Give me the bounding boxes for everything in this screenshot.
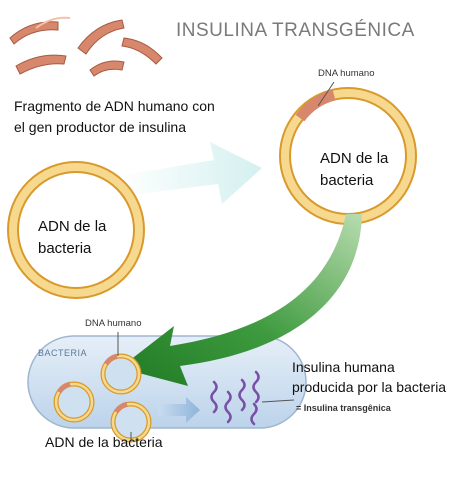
insulin-caption-line2: producida por la bacteria (292, 379, 447, 395)
left-plasmid (7, 161, 145, 299)
bacterium-dna-label: DNA humano (85, 318, 142, 329)
page-title: INSULINA TRANSGÉNICA (176, 20, 415, 41)
left-plasmid-line1: ADN de la (38, 218, 107, 235)
left-plasmid-label: ADN de la bacteria (38, 216, 106, 260)
insulin-molecules (210, 370, 260, 426)
fragment-caption: Fragmento de ADN humano con el gen produ… (14, 96, 215, 138)
fragment-caption-line2: el gen productor de insulina (14, 119, 187, 135)
left-plasmid-line2: bacteria (38, 240, 92, 257)
insertion-arrow (120, 214, 362, 386)
right-plasmid-dna-label: DNA humano (318, 68, 375, 79)
insulin-caption-line1: Insulina humana (292, 359, 395, 375)
production-arrow (158, 397, 200, 423)
bacterium-plasmids (53, 332, 152, 443)
bacterium-adn-label: ADN de la bacteria (45, 434, 163, 450)
insulin-caption: Insulina humana producida por la bacteri… (292, 357, 446, 397)
right-plasmid-label: ADN de la bacteria (320, 148, 388, 192)
dna-fragments (9, 16, 163, 77)
bacterium-label: BACTERIA (38, 348, 88, 358)
right-plasmid-line2: bacteria (320, 172, 374, 189)
insulin-tag: = Insulina transgênica (296, 403, 391, 413)
transfer-arrow (118, 142, 262, 204)
insulin-leader (261, 399, 295, 403)
right-plasmid-line1: ADN de la (320, 150, 389, 167)
fragment-caption-line1: Fragmento de ADN humano con (14, 98, 215, 114)
